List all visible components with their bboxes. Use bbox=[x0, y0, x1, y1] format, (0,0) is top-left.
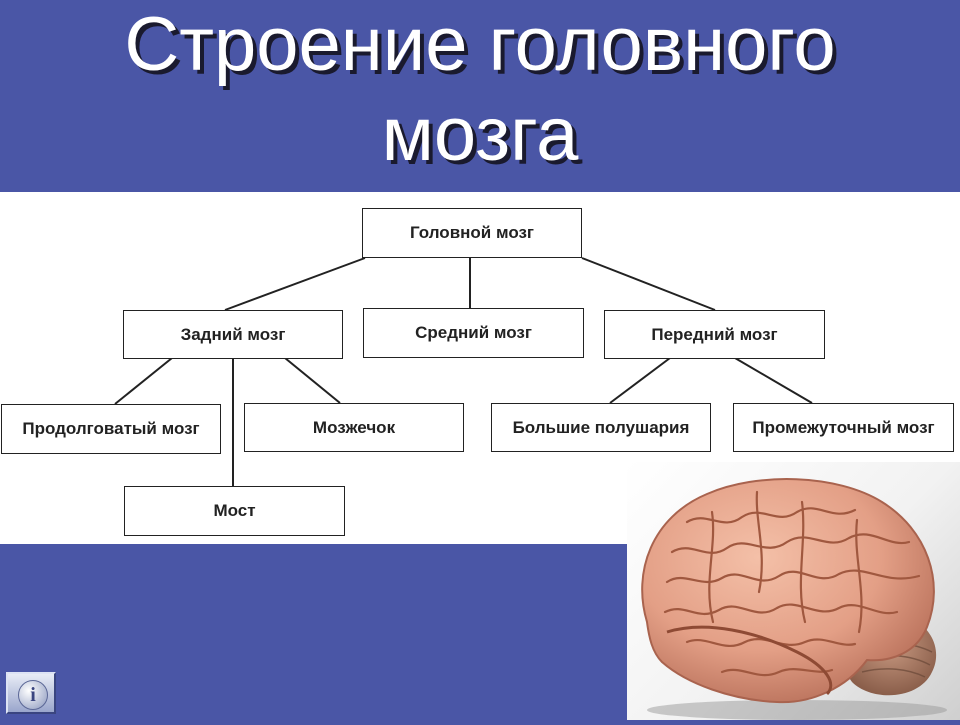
page-title: Строение головного мозга bbox=[0, 0, 960, 192]
info-button[interactable]: i bbox=[6, 672, 56, 714]
node-label: Мост bbox=[213, 501, 256, 520]
title-line-1: Строение головного bbox=[124, 2, 836, 87]
node-label: Передний мозг bbox=[651, 324, 778, 344]
node-midbrain: Средний мозг bbox=[363, 308, 584, 358]
node-cerebellum: Мозжечок bbox=[244, 403, 464, 452]
brain-image-panel bbox=[627, 462, 960, 720]
info-icon: i bbox=[18, 680, 48, 710]
node-hindbrain: Задний мозг bbox=[123, 310, 343, 359]
node-medulla: Продолговатый мозг bbox=[1, 404, 221, 454]
info-glyph: i bbox=[30, 683, 36, 706]
node-forebrain: Передний мозг bbox=[604, 310, 825, 359]
connector-root-forebrain bbox=[581, 257, 716, 311]
title-line-2: мозга bbox=[381, 92, 579, 177]
node-label: Большие полушария bbox=[512, 417, 690, 437]
connector-root-hindbrain bbox=[224, 257, 366, 311]
node-label: Головной мозг bbox=[409, 223, 535, 242]
node-brain-root: Головной мозг bbox=[362, 208, 582, 258]
node-label: Задний мозг bbox=[180, 324, 286, 344]
node-label: Мозжечок bbox=[312, 417, 396, 437]
node-label: Средний мозг bbox=[415, 323, 532, 342]
node-hemispheres: Большие полушария bbox=[491, 403, 711, 452]
connector-hindbrain-cerebellum bbox=[284, 357, 341, 404]
connector-hindbrain-medulla bbox=[114, 357, 173, 405]
brain-illustration bbox=[641, 478, 947, 720]
node-pons: Мост bbox=[124, 486, 345, 536]
connector-forebrain-hemispheres bbox=[609, 357, 671, 404]
connector-forebrain-diencephalon bbox=[734, 357, 813, 404]
node-label: Промежуточный мозг bbox=[752, 417, 935, 437]
node-diencephalon: Промежуточный мозг bbox=[733, 403, 954, 452]
node-label: Продолговатый мозг bbox=[22, 419, 200, 438]
